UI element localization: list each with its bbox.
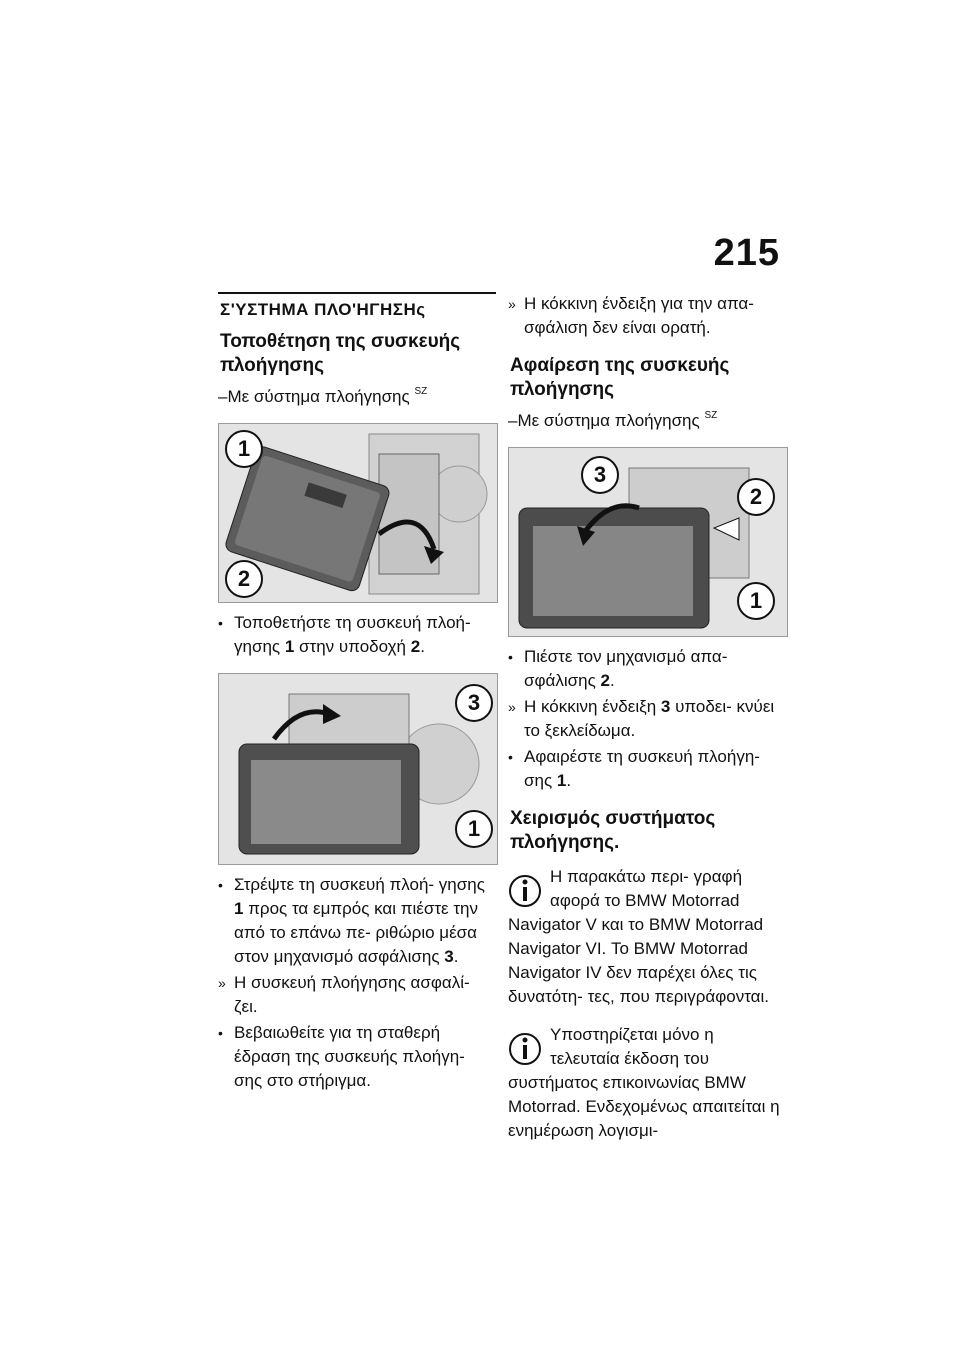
page-number: 215 (713, 232, 780, 274)
remove-result-1: »Η κόκκινη ένδειξη 3 υποδει- κνύει το ξε… (508, 697, 775, 740)
install-variant: –Με σύστημα πλοήγησης SZ (218, 386, 428, 406)
section-title: Σ'ΥΣΤΗΜΑ ΠΛΟ'ΗΓΗΣΗς (220, 300, 426, 319)
install-figure-2: 3 1 (218, 673, 498, 865)
install-step-2: •Στρέψτε τη συσκευή πλοή- γησης 1 προς τ… (218, 875, 485, 966)
remove-title: Αφαίρεση της συσκευής πλοήγησης (510, 355, 730, 400)
navigator-tilt-illustration (219, 674, 497, 864)
navigator-insert-illustration (219, 424, 497, 602)
remove-step-1: •Πιέστε τον μηχανισμό απα- σφάλισης 2. (508, 647, 728, 690)
install-result-2: »Η κόκκινη ένδειξη για την απα- σφάλιση … (508, 294, 754, 337)
install-step-1: •Τοποθετήστε τη συσκευή πλοή- γησης 1 στ… (218, 613, 471, 656)
callout-2: 2 (737, 478, 775, 516)
remove-variant: –Με σύστημα πλοήγησης SZ (508, 410, 718, 430)
navigator-remove-illustration (509, 448, 787, 636)
callout-2: 2 (225, 560, 263, 598)
install-result-1: »Η συσκευή πλοήγησης ασφαλί- ζει. (218, 973, 470, 1016)
remove-step-2: •Αφαιρέστε τη συσκευή πλοήγη- σης 1. (508, 747, 760, 790)
install-figure-1: 1 2 (218, 423, 498, 603)
info-icon (509, 1033, 541, 1065)
note-1: Η παρακάτω περι- γραφή αφορά το BMW Moto… (508, 867, 770, 1006)
callout-1: 1 (737, 582, 775, 620)
note-2: Υποστηρίζεται μόνο η τελευταία έκδοση το… (508, 1025, 780, 1140)
left-column: Σ'ΥΣΤΗΜΑ ΠΛΟ'ΗΓΗΣΗς Τοποθέτηση της συσκε… (218, 292, 498, 1095)
callout-3: 3 (581, 456, 619, 494)
section-rule (218, 292, 496, 294)
operation-title: Χειρισμός συστήματος πλοήγησης. (510, 808, 716, 853)
remove-figure: 3 2 1 (508, 447, 788, 637)
callout-1: 1 (225, 430, 263, 468)
callout-1: 1 (455, 810, 493, 848)
info-icon (509, 875, 541, 907)
install-title: Τοποθέτηση της συσκευής πλοήγησης (220, 331, 461, 376)
install-step-3: •Βεβαιωθείτε για τη σταθερή έδραση της σ… (218, 1023, 465, 1090)
right-column: »Η κόκκινη ένδειξη για την απα- σφάλιση … (508, 292, 788, 1157)
callout-3: 3 (455, 684, 493, 722)
